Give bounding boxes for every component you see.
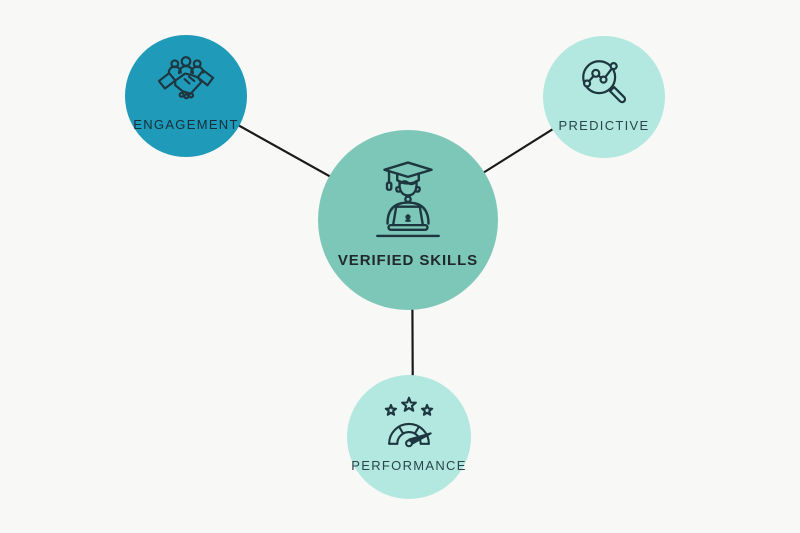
- node-verified-skills-content: VERIFIED SKILLS: [338, 160, 478, 269]
- node-performance-label: PERFORMANCE: [351, 458, 467, 473]
- node-performance: PERFORMANCE: [347, 375, 471, 499]
- node-engagement-label: ENGAGEMENT: [133, 117, 239, 132]
- node-predictive-content: PREDICTIVE: [558, 55, 649, 133]
- node-verified-skills: VERIFIED SKILLS: [318, 130, 498, 310]
- node-predictive: PREDICTIVE: [543, 36, 665, 158]
- node-engagement: ENGAGEMENT: [125, 35, 247, 157]
- node-engagement-content: ENGAGEMENT: [133, 54, 238, 132]
- node-predictive-label: PREDICTIVE: [558, 118, 650, 133]
- team-handshake-icon: [157, 56, 215, 100]
- graduate-student-laptop-icon: [376, 160, 440, 237]
- magnifier-trend-chart-icon: [582, 60, 627, 104]
- node-verified-skills-label: VERIFIED SKILLS: [337, 251, 479, 269]
- gauge-with-stars-icon: [384, 396, 434, 448]
- node-performance-content: PERFORMANCE: [351, 395, 466, 473]
